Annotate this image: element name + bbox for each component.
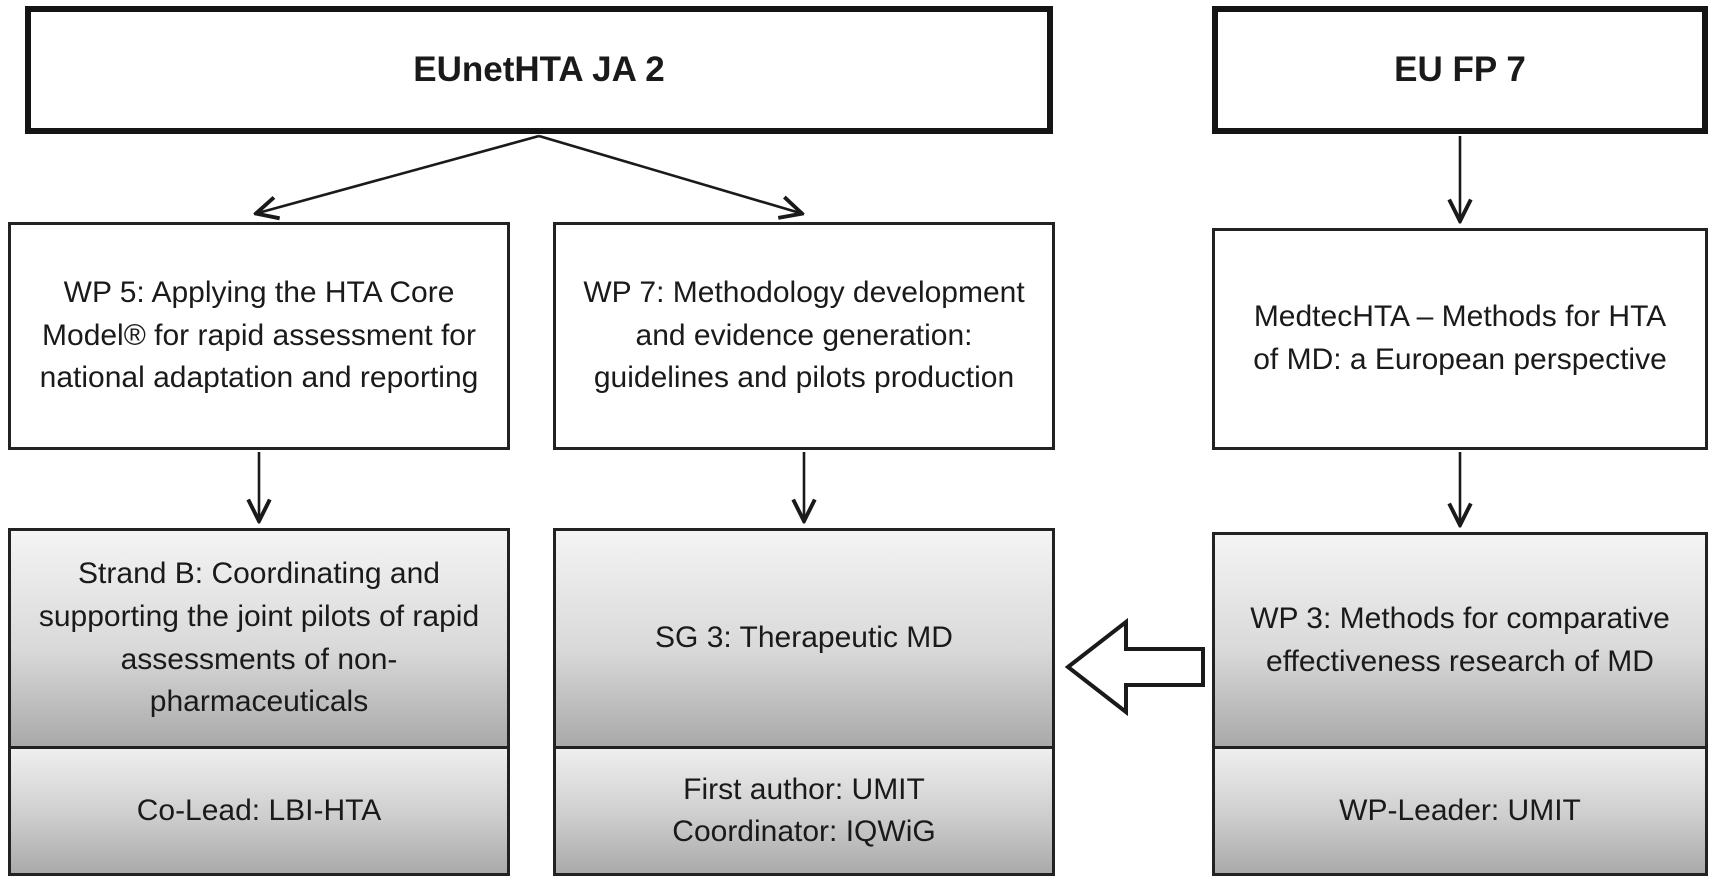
box-eu-fp7-label: EU FP 7	[1394, 50, 1526, 89]
box-wp3-main: WP 3: Methods for comparative effectiven…	[1215, 535, 1705, 749]
box-eunethta-ja2: EUnetHTA JA 2	[25, 6, 1053, 134]
box-sg3-main: SG 3: Therapeutic MD	[556, 531, 1052, 749]
box-medtechta-label: MedtecHTA – Methods for HTA of MD: a Eur…	[1253, 300, 1667, 376]
box-strand-b-main: Strand B: Coordinating and supporting th…	[11, 531, 507, 749]
box-wp5: WP 5: Applying the HTA Core Model® for r…	[8, 222, 510, 450]
arrow-eunethta-to-wp7	[538, 134, 800, 213]
box-wp7: WP 7: Methodology development and eviden…	[553, 222, 1055, 450]
block-arrow-wp3-to-sg3	[1064, 617, 1205, 717]
box-strand-b: Strand B: Coordinating and supporting th…	[8, 528, 510, 876]
box-medtechta: MedtecHTA – Methods for HTA of MD: a Eur…	[1212, 228, 1708, 450]
box-wp3: WP 3: Methods for comparative effectiven…	[1212, 532, 1708, 876]
box-strand-b-colead: Co-Lead: LBI-HTA	[11, 749, 507, 873]
box-wp3-leader: WP-Leader: UMIT	[1215, 749, 1705, 873]
box-wp7-label: WP 7: Methodology development and eviden…	[583, 276, 1025, 395]
box-eu-fp7: EU FP 7	[1212, 6, 1708, 134]
arrow-eunethta-to-wp5	[258, 134, 540, 213]
box-eunethta-ja2-label: EUnetHTA JA 2	[413, 50, 665, 89]
box-sg3-authors: First author: UMIT Coordinator: IQWiG	[556, 749, 1052, 873]
box-sg3: SG 3: Therapeutic MD First author: UMIT …	[553, 528, 1055, 876]
box-wp5-label: WP 5: Applying the HTA Core Model® for r…	[39, 276, 479, 395]
